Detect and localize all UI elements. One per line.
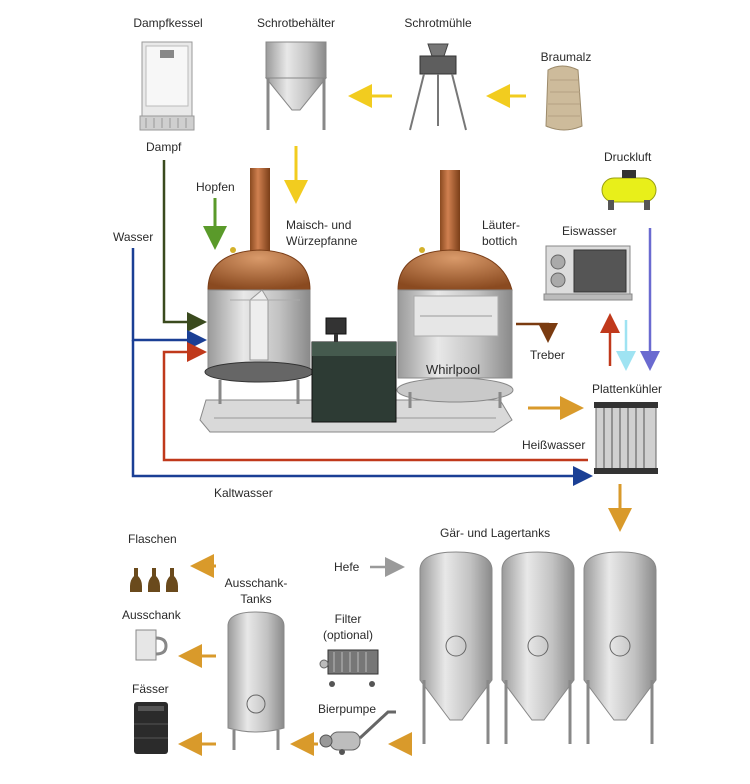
label-schrotmuehle: Schrotmühle [404, 16, 472, 30]
label-bierpumpe: Bierpumpe [318, 702, 377, 716]
keg-icon [134, 702, 168, 754]
label-gaer: Gär- und Lagertanks [440, 526, 551, 540]
steam-line [162, 160, 207, 332]
label-druckluft: Druckluft [604, 150, 652, 164]
label-heisswasser: Heißwasser [522, 438, 586, 452]
label-hopfen: Hopfen [196, 180, 235, 194]
malt-mill-icon [409, 43, 467, 131]
label-kaltwasser: Kaltwasser [214, 486, 273, 500]
label-eiswasser: Eiswasser [562, 224, 617, 238]
label-faesser: Fässer [132, 682, 169, 696]
label-braumalz: Braumalz [540, 50, 592, 64]
plate-cooler-icon [594, 402, 658, 474]
grist-hopper-icon [264, 41, 328, 130]
treber-arrow [516, 322, 558, 343]
label-maisch-1: Maisch- und [286, 218, 352, 232]
label-maisch-2: Würzepfanne [286, 234, 358, 248]
label-plattenkuehler: Plattenkühler [592, 382, 663, 396]
label-ausschank-tanks-2: Tanks [240, 592, 272, 606]
label-filter-1: Filter [334, 612, 362, 626]
label-schrotbehaelter: Schrotbehälter [256, 16, 336, 30]
serving-tank-icon [227, 611, 285, 750]
control-panel-icon [311, 317, 397, 423]
label-dampfkessel: Dampfkessel [133, 16, 203, 30]
hot-water-line [162, 342, 588, 462]
label-flaschen: Flaschen [128, 532, 177, 546]
filter-icon [319, 649, 379, 687]
label-ausschank-tanks-1: Ausschank- [224, 576, 288, 590]
fermentation-tank-icon [419, 551, 493, 744]
bottles-icon [130, 568, 178, 592]
label-filter-2: (optional) [322, 628, 374, 642]
steam-boiler-icon [139, 41, 195, 131]
mash-kettle-icon [204, 168, 314, 404]
label-laeuter-2: bottich [482, 234, 518, 248]
compressor-icon [601, 170, 657, 210]
beer-pump-icon [319, 710, 396, 755]
fermentation-tank-icon [501, 551, 575, 744]
malt-sack-icon [545, 65, 583, 131]
water-line [131, 248, 207, 350]
label-whirlpool: Whirlpool [426, 362, 481, 377]
ice-water-unit-icon [543, 245, 633, 301]
lauter-tun-icon [396, 170, 514, 408]
label-dampf: Dampf [146, 140, 182, 154]
label-laeuter-1: Läuter- [482, 218, 521, 232]
beer-mug-icon [135, 629, 168, 661]
label-hefe: Hefe [334, 560, 360, 574]
cold-water-line [131, 340, 593, 486]
fermentation-tank-icon [583, 551, 657, 744]
label-wasser: Wasser [113, 230, 154, 244]
label-ausschank: Ausschank [122, 608, 181, 622]
label-treber: Treber [530, 348, 565, 362]
